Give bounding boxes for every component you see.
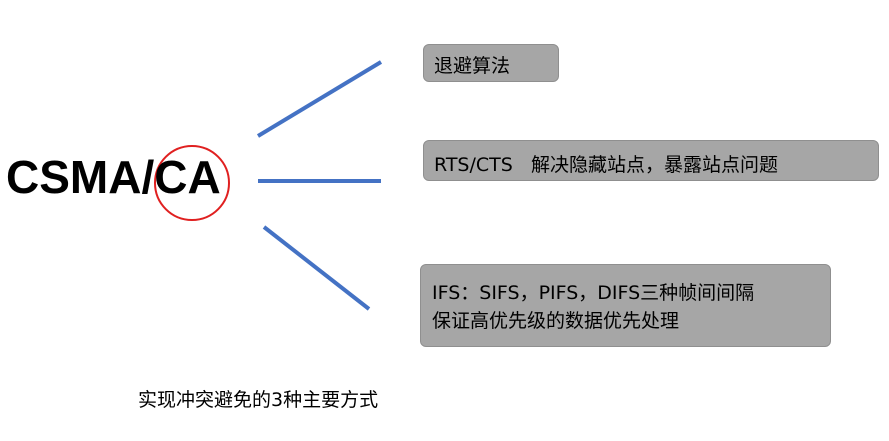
branch-text-line-1: IFS：SIFS，PIFS，DIFS三种帧间间隔 <box>432 282 755 304</box>
branch-text-line-2: 保证高优先级的数据优先处理 <box>432 310 680 332</box>
connector-line-backoff <box>256 60 383 138</box>
branch-box-ifs: IFS：SIFS，PIFS，DIFS三种帧间间隔 保证高优先级的数据优先处理 <box>420 264 831 347</box>
diagram-caption: 实现冲突避免的3种主要方式 <box>138 389 379 411</box>
branch-box-backoff: 退避算法 <box>423 44 559 82</box>
branch-text: 退避算法 <box>434 55 511 77</box>
ca-highlight-circle <box>154 145 230 221</box>
connector-line-ifs <box>262 225 371 311</box>
branch-box-rts-cts: RTS/CTS 解决隐藏站点，暴露站点问题 <box>423 140 879 181</box>
main-title: CSMA/CA <box>6 151 221 203</box>
branch-text: RTS/CTS 解决隐藏站点，暴露站点问题 <box>434 154 778 176</box>
